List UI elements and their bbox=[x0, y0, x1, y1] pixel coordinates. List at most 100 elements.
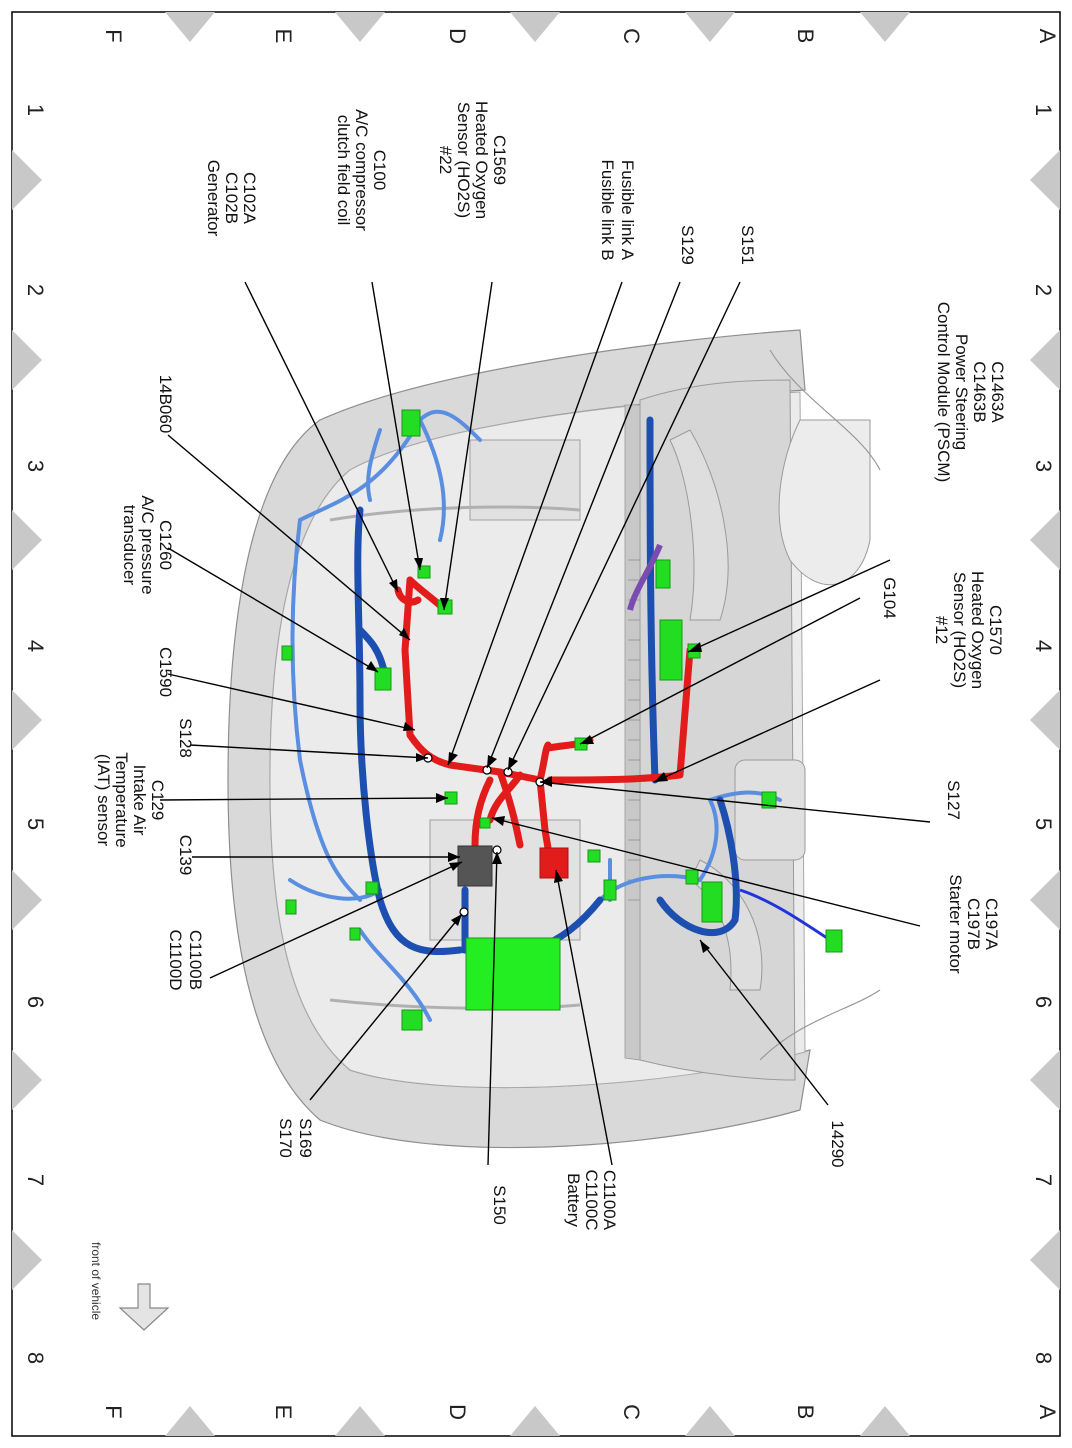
row-letter: A bbox=[1035, 1405, 1060, 1420]
harness-dark-blue-branch bbox=[739, 888, 831, 942]
front-of-vehicle-label: front of vehicle bbox=[89, 1242, 103, 1320]
callout-line: C129 bbox=[148, 780, 167, 821]
callout-s169-s170: S169 S170 bbox=[276, 1118, 315, 1158]
callout-g104: G104 bbox=[880, 577, 899, 619]
callout-line: transducer bbox=[120, 505, 139, 586]
callout-c1100bd: C1100B C1100D bbox=[166, 929, 205, 990]
harness-purple bbox=[627, 543, 663, 611]
callout-line: C1100C bbox=[582, 1169, 601, 1230]
column-number: 6 bbox=[1031, 996, 1056, 1008]
column-number: 8 bbox=[23, 1352, 48, 1364]
callout-line: A/C compressor bbox=[352, 109, 371, 231]
column-number: 5 bbox=[23, 818, 48, 830]
callout-line: A/C pressure bbox=[138, 495, 157, 594]
callout-c1100ac: C1100A C1100C Battery bbox=[564, 1169, 619, 1230]
column-number: 1 bbox=[1031, 104, 1056, 116]
row-letter: F bbox=[101, 29, 126, 42]
callout-line: S150 bbox=[490, 1185, 509, 1225]
callout-line: Intake Air bbox=[130, 765, 149, 836]
callout-s150: S150 bbox=[490, 1185, 509, 1225]
callout-line: C1100A bbox=[600, 1170, 619, 1231]
callout-line: C1569 bbox=[490, 135, 509, 185]
callout-line: C1463B bbox=[970, 361, 989, 422]
callout-line: C1260 bbox=[156, 520, 175, 570]
callout-line: 14B060 bbox=[156, 375, 175, 434]
callout-line: C139 bbox=[176, 835, 195, 876]
column-number: 7 bbox=[23, 1174, 48, 1186]
callout-line: Battery bbox=[564, 1173, 583, 1227]
callout-c1569: C1569 Heated Oxygen Sensor (HO2S) #22 bbox=[436, 101, 509, 219]
grid-markers bbox=[12, 12, 1060, 1436]
row-letter: D bbox=[445, 1404, 470, 1420]
row-letters-top: A B C D E F bbox=[101, 28, 1060, 44]
callout-c139: C139 bbox=[176, 835, 195, 876]
battery-terminal bbox=[539, 847, 569, 879]
callout-line: C1100B bbox=[186, 930, 205, 990]
callout-s151: S151 bbox=[738, 225, 757, 265]
callout-s128: S128 bbox=[176, 718, 195, 758]
splice-markers bbox=[423, 753, 545, 917]
row-letter: F bbox=[101, 1405, 126, 1418]
callout-c1570: C1570 Heated Oxygen Sensor (HO2S) #12 bbox=[932, 571, 1005, 689]
column-number: 2 bbox=[1031, 284, 1056, 296]
callout-c129: C129 Intake Air Temperature (IAT) sensor bbox=[94, 752, 167, 847]
callout-c102: C102A C102B Generator bbox=[204, 160, 259, 237]
callout-line: G104 bbox=[880, 577, 899, 619]
callout-line: Control Module (PSCM) bbox=[934, 302, 953, 482]
callout-line: S127 bbox=[944, 780, 963, 820]
callout-s127: S127 bbox=[944, 780, 963, 820]
callout-c1260: C1260 A/C pressure transducer bbox=[120, 495, 175, 594]
callout-line: S151 bbox=[738, 225, 757, 265]
callout-line: Sensor (HO2S) bbox=[950, 572, 969, 688]
callout-line: #12 bbox=[932, 616, 951, 644]
callout-line: 14290 bbox=[828, 1120, 847, 1167]
column-number: 3 bbox=[1031, 460, 1056, 472]
row-letter: C bbox=[619, 1404, 644, 1420]
callout-line: S129 bbox=[678, 225, 697, 265]
callout-s129: S129 bbox=[678, 225, 697, 265]
front-arrow-icon bbox=[118, 1283, 170, 1331]
callout-line: Generator bbox=[204, 160, 223, 237]
callout-line: Fusible link B bbox=[598, 159, 617, 260]
callout-line: Heated Oxygen bbox=[968, 571, 987, 689]
column-numbers-left: 1 2 3 4 5 6 7 8 bbox=[23, 104, 48, 1364]
callout-fusible-link: Fusible link A Fusible link B bbox=[598, 159, 637, 260]
column-number: 4 bbox=[23, 640, 48, 652]
column-number: 6 bbox=[23, 996, 48, 1008]
column-number: 2 bbox=[23, 284, 48, 296]
callout-line: (IAT) sensor bbox=[94, 754, 113, 847]
callout-c197: C197A C197B Starter motor bbox=[946, 874, 1001, 974]
callout-line: #22 bbox=[436, 146, 455, 174]
connectors bbox=[281, 409, 843, 1031]
front-of-vehicle-indicator: front of vehicle bbox=[89, 1242, 170, 1331]
callout-line: Power Steering bbox=[952, 334, 971, 450]
callout-line: S128 bbox=[176, 718, 195, 758]
vehicle-body bbox=[227, 329, 881, 1149]
callout-c1463: C1463A C1463B Power Steering Control Mod… bbox=[934, 302, 1007, 482]
callout-line: Fusible link A bbox=[618, 160, 637, 261]
column-numbers-right: 1 2 3 4 5 6 7 8 bbox=[1031, 104, 1056, 1364]
callout-line: S170 bbox=[276, 1118, 295, 1158]
callout-line: C100 bbox=[370, 150, 389, 191]
callout-line: C102A bbox=[240, 172, 259, 225]
callout-line: S169 bbox=[296, 1118, 315, 1158]
callout-line: clutch field coil bbox=[334, 115, 353, 226]
callout-line: C1590 bbox=[156, 647, 175, 697]
callout-line: Sensor (HO2S) bbox=[454, 102, 473, 218]
connector-block bbox=[401, 409, 421, 437]
row-letters-bottom: A B C D E F bbox=[101, 1404, 1060, 1420]
callout-line: C102B bbox=[222, 172, 241, 224]
row-letter: C bbox=[619, 28, 644, 44]
row-letter: B bbox=[793, 29, 818, 44]
callout-line: Heated Oxygen bbox=[472, 101, 491, 219]
leader-lines bbox=[159, 281, 931, 1166]
column-number: 4 bbox=[1031, 640, 1056, 652]
column-number: 7 bbox=[1031, 1174, 1056, 1186]
column-number: 1 bbox=[23, 104, 48, 116]
callout-line: C1570 bbox=[986, 605, 1005, 655]
row-letter: B bbox=[793, 1405, 818, 1420]
column-number: 5 bbox=[1031, 818, 1056, 830]
column-number: 8 bbox=[1031, 1352, 1056, 1364]
callout-c1590: C1590 bbox=[156, 647, 175, 697]
callout-line: C1463A bbox=[988, 361, 1007, 423]
